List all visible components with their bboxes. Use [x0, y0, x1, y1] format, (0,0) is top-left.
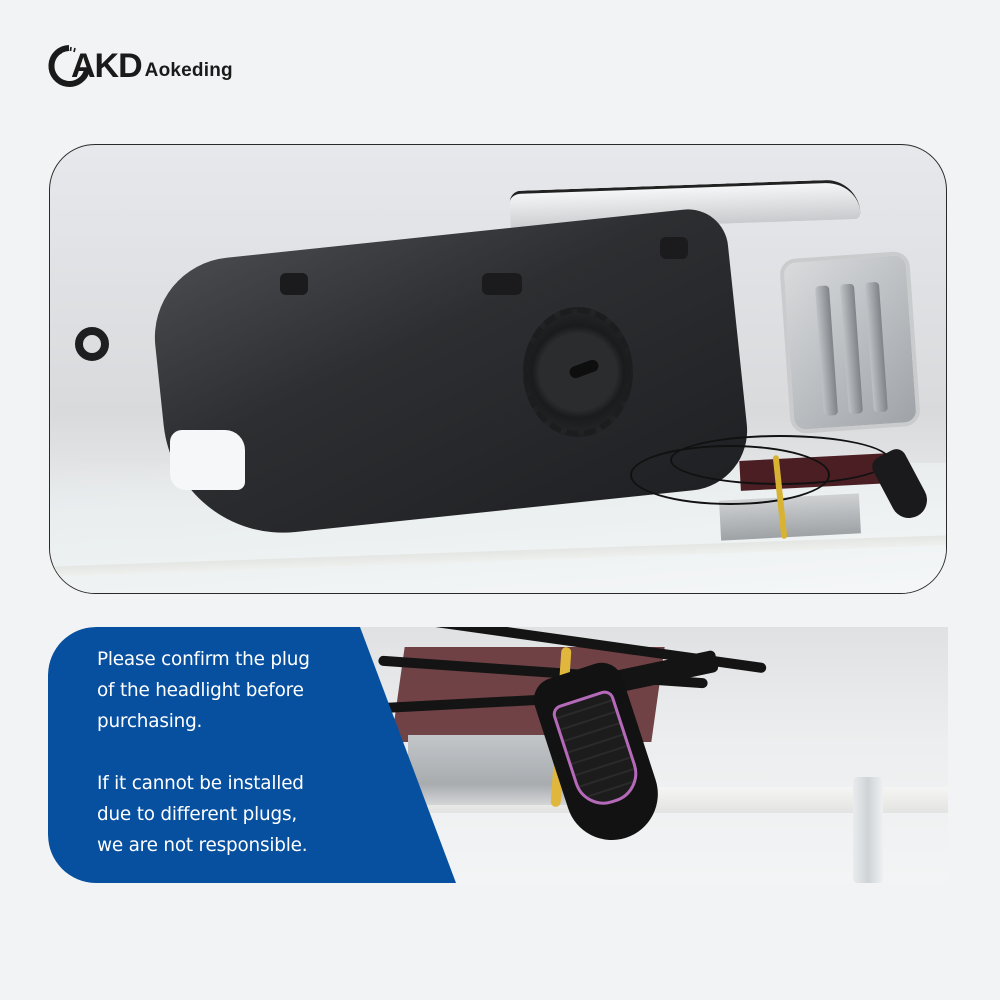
heatsink-fin [839, 283, 863, 415]
notice-line: we are not responsible. [97, 835, 308, 856]
plug-photo-icon [348, 627, 948, 883]
headlight-photo-icon [50, 145, 946, 593]
foam-pad [170, 430, 245, 490]
mount-ring [75, 327, 109, 361]
connector-plug [868, 445, 934, 525]
notice-line: If it cannot be installed [97, 773, 304, 794]
logo-name-text: Aokeding [144, 60, 233, 81]
notice-line: due to different plugs, [97, 804, 297, 825]
paragraph-gap [97, 737, 310, 768]
logo-swirl-icon [47, 44, 91, 88]
brand-logo: AKD Aokeding [47, 40, 233, 92]
mount-tab [660, 237, 688, 259]
heatsink-fin [864, 281, 888, 413]
led-heatsink [779, 250, 921, 435]
mount-tab [482, 273, 522, 295]
notice-line: purchasing. [97, 711, 203, 732]
plug-notice-panel: Please confirm the plug of the headlight… [48, 627, 948, 883]
heatsink-fin [814, 285, 839, 416]
access-cap [523, 307, 633, 437]
headlight-photo-panel [49, 144, 947, 594]
notice-line: Please confirm the plug [97, 649, 310, 670]
cap-slot [567, 358, 601, 380]
plug-pin-face [550, 688, 646, 813]
notice-line: of the headlight before [97, 680, 304, 701]
mount-tab [280, 273, 308, 295]
plug-notice-text: Please confirm the plug of the headlight… [97, 644, 310, 861]
shelf-post [853, 777, 883, 883]
